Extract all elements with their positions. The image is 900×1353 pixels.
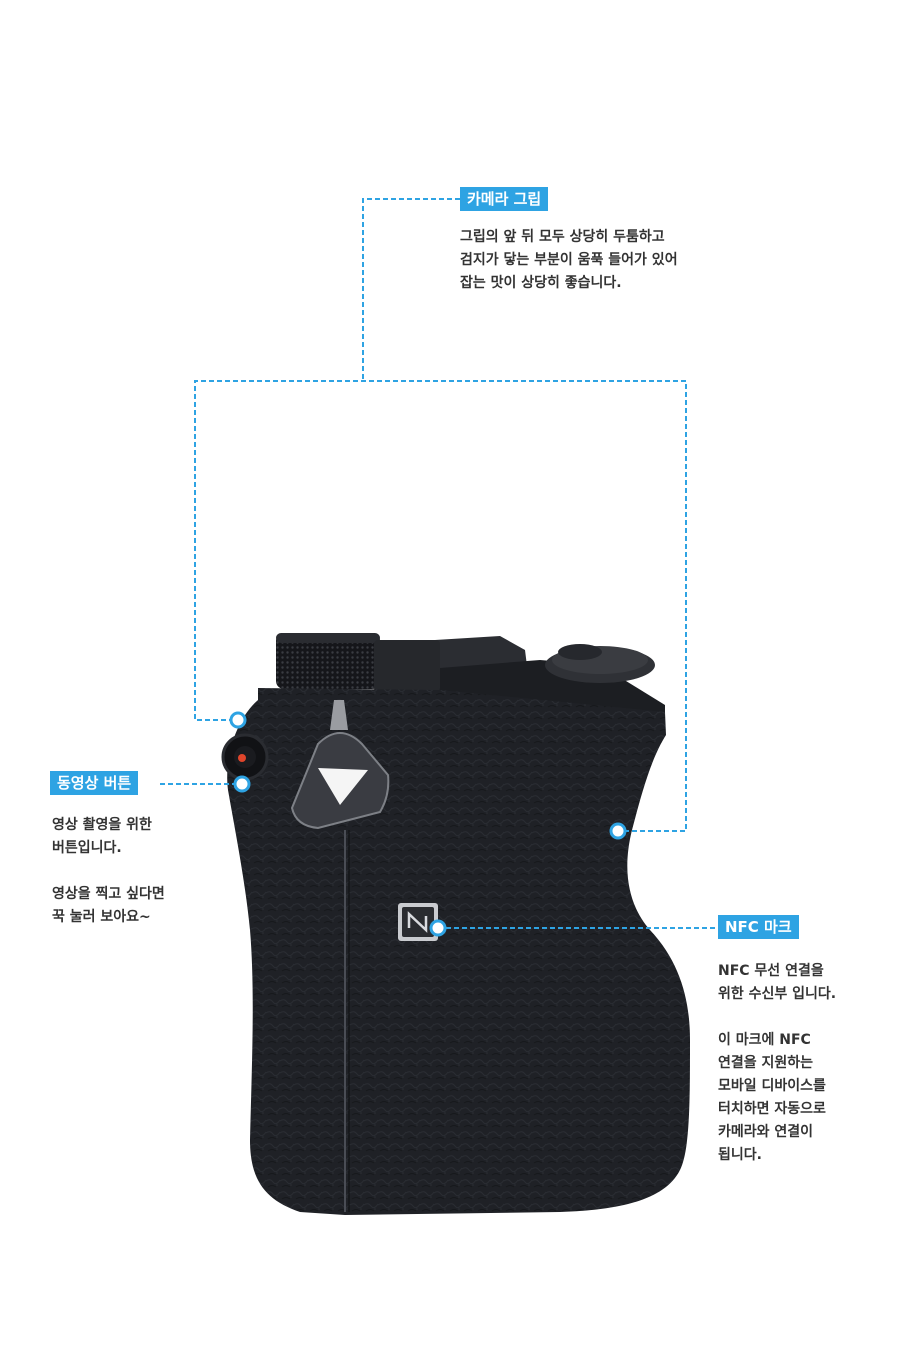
movie-button (221, 733, 269, 781)
nfc-paragraph-1: NFC 무선 연결을 위한 수신부 입니다. (718, 960, 836, 1006)
grip-line-2: 검지가 닿는 부분이 움푹 들어가 있어 (460, 252, 678, 268)
grip-top-marker (229, 711, 247, 729)
nfc-line-1: NFC 무선 연결을 (718, 963, 824, 979)
nfc-label: NFC 마크 (718, 915, 799, 939)
callout-markers (229, 711, 627, 937)
nfc-line-8: 됩니다. (718, 1147, 762, 1163)
nfc-paragraph-2: 이 마크에 NFC 연결을 지원하는 모바일 디바이스를 터치하면 자동으로 카… (718, 1029, 836, 1167)
nfc-line-4: 연결을 지원하는 (718, 1055, 814, 1071)
movie-line-4: 꾹 눌러 보아요~ (52, 909, 151, 925)
movie-description: 영상 촬영을 위한 버튼입니다. 영상을 찍고 싶다면 꾹 눌러 보아요~ (52, 814, 165, 929)
nfc-line-2: 위한 수신부 입니다. (718, 986, 837, 1002)
strap-eyelet (290, 700, 390, 830)
movie-line-2: 버튼입니다. (52, 840, 122, 856)
nfc-line-6: 터치하면 자동으로 (718, 1101, 826, 1117)
movie-button-marker (233, 775, 251, 793)
nfc-line-7: 카메라와 연결이 (718, 1124, 814, 1140)
control-dial (276, 633, 440, 692)
nfc-description: NFC 무선 연결을 위한 수신부 입니다. 이 마크에 NFC 연결을 지원하… (718, 960, 836, 1167)
movie-paragraph-1: 영상 촬영을 위한 버튼입니다. (52, 814, 165, 860)
nfc-line-3: 이 마크에 NFC (718, 1032, 811, 1048)
movie-paragraph-2: 영상을 찍고 싶다면 꾹 눌러 보아요~ (52, 883, 165, 929)
callout-lines (160, 198, 718, 929)
movie-line-3: 영상을 찍고 싶다면 (52, 886, 165, 902)
grip-bracket-line (194, 380, 687, 832)
camera-body (227, 688, 690, 1215)
grip-line-3: 잡는 맛이 상당히 좋습니다. (460, 275, 622, 291)
grip-description: 그립의 앞 뒤 모두 상당히 두툼하고 검지가 닿는 부분이 움푹 들어가 있어… (460, 226, 678, 295)
grip-label: 카메라 그립 (460, 187, 549, 211)
nfc-marker (429, 919, 447, 937)
nfc-logo (398, 903, 438, 941)
grip-front-marker (609, 822, 627, 840)
movie-line-1: 영상 촬영을 위한 (52, 817, 152, 833)
nfc-line-5: 모바일 디바이스를 (718, 1078, 826, 1094)
movie-label: 동영상 버튼 (50, 771, 139, 795)
grip-line-1: 그립의 앞 뒤 모두 상당히 두툼하고 (460, 229, 665, 245)
grip-callout-line (362, 198, 460, 381)
